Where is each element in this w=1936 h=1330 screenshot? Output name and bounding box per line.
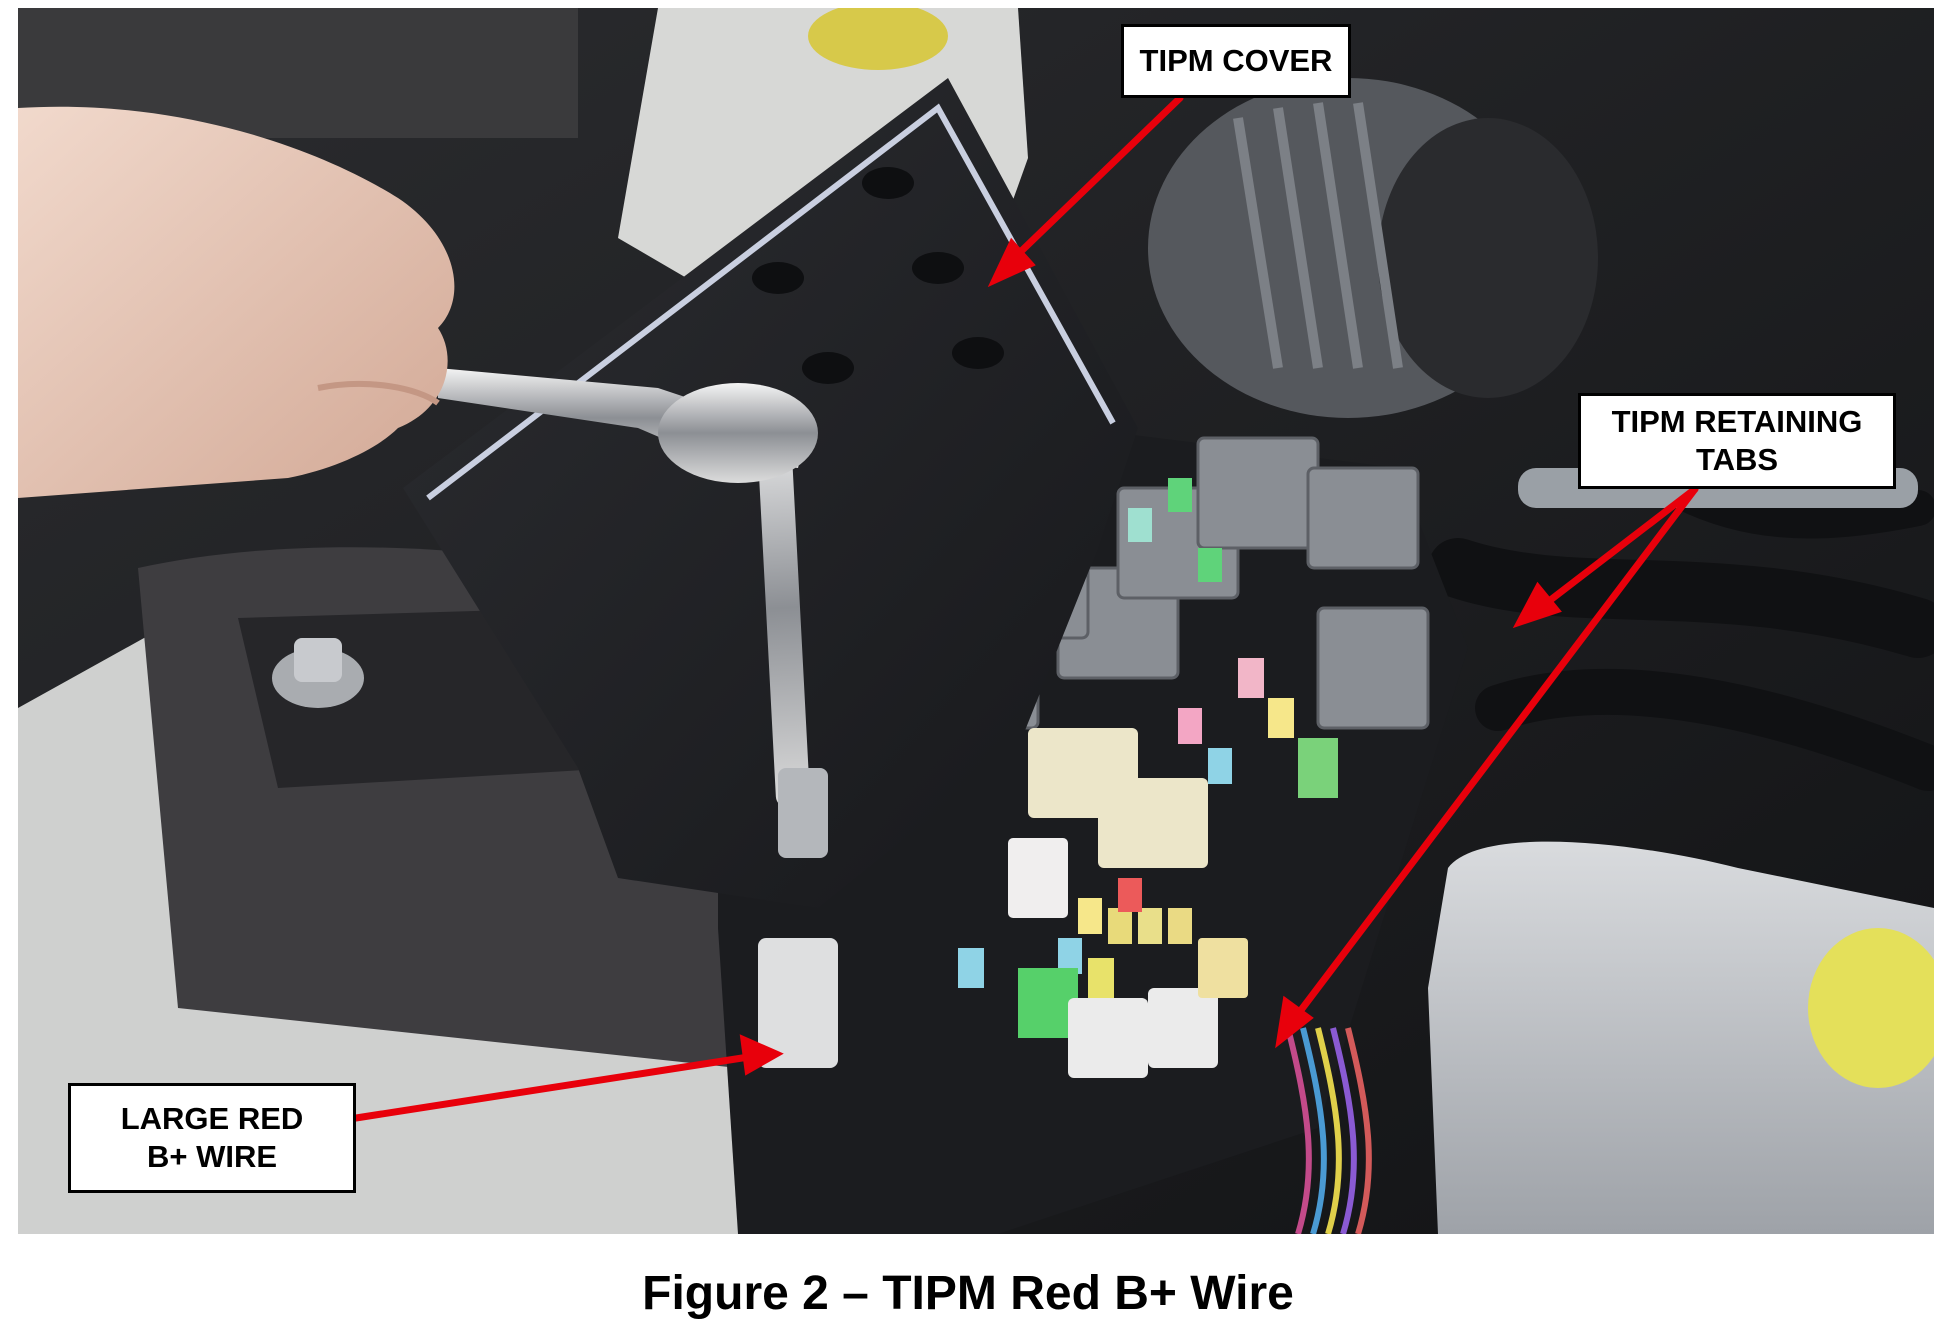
terminal-bolt — [294, 638, 342, 682]
tipm-retaining-tabs-label-line2: TABS — [1695, 442, 1779, 477]
yellow-cap — [808, 8, 948, 70]
ratchet-head — [658, 383, 818, 483]
engine-bay-photo — [18, 8, 1934, 1234]
socket-extension — [756, 407, 810, 809]
tipm-cover-label: TIPM COVER — [1121, 24, 1351, 98]
tipm-retaining-tabs-label-line1: TIPM RETAINING — [1611, 404, 1863, 440]
tipm-retaining-tabs-label: TIPM RETAINING TABS — [1578, 393, 1896, 489]
large-red-b-plus-wire-label-line1: LARGE RED — [120, 1101, 304, 1137]
brake-fluid-cap — [1808, 928, 1934, 1088]
b-plus-terminal — [758, 938, 838, 1068]
wire-harness — [1285, 1027, 1372, 1234]
hand — [18, 106, 455, 499]
finger-crease — [317, 381, 440, 406]
fuse-array — [958, 478, 1338, 1078]
alternator-pulley — [1378, 118, 1598, 398]
cover-edge-highlight — [426, 103, 1116, 501]
tipm-cover-label-text: TIPM COVER — [1139, 43, 1333, 79]
large-red-b-plus-wire-label-line2: B+ WIRE — [146, 1139, 278, 1174]
large-red-b-plus-wire-label: LARGE RED B+ WIRE — [68, 1083, 356, 1193]
socket — [778, 768, 828, 858]
figure-caption: Figure 2 – TIPM Red B+ Wire — [642, 1267, 1294, 1320]
photo-illustration — [18, 8, 1934, 1234]
alternator-fins — [1233, 102, 1403, 369]
